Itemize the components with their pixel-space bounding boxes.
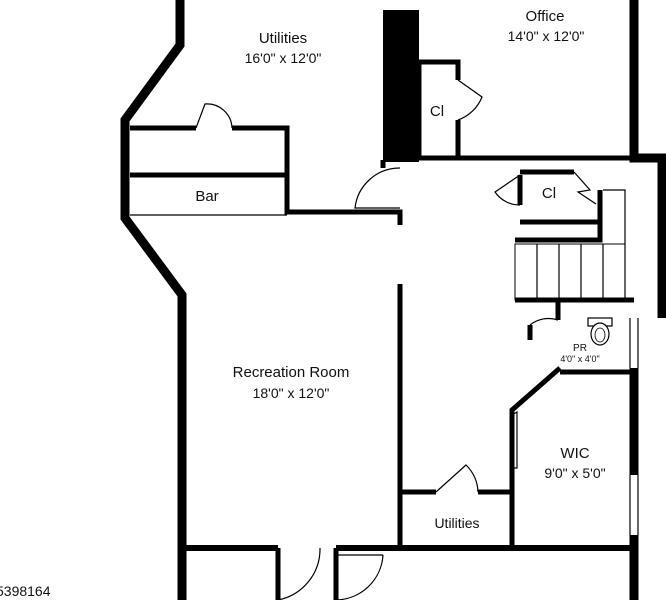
utilities-wall-right	[232, 125, 403, 225]
interior-walls	[130, 10, 638, 600]
hall-closet-door	[494, 174, 521, 206]
utilities-top-name: Utilities	[259, 30, 307, 47]
utilities-top-size: 16'0" x 12'0"	[245, 50, 322, 66]
recreation-exterior-door-right	[335, 554, 384, 600]
powder-room-door	[529, 317, 559, 326]
window-powder-room	[628, 318, 640, 368]
recreation-door-upper	[354, 167, 401, 209]
utilities-door	[195, 103, 233, 129]
wic-pocket-door	[511, 410, 518, 469]
office-size: 14'0" x 12'0"	[508, 28, 585, 44]
chimney-block	[383, 10, 419, 162]
doors	[195, 79, 597, 600]
hall-closet-door-bifold	[573, 171, 597, 205]
listing-id: 5398164	[0, 583, 51, 599]
wic-angled-wall	[509, 366, 562, 548]
recreation-name: Recreation Room	[233, 364, 350, 381]
right-exterior-wall-upper	[629, 0, 666, 318]
office-closet-door	[457, 79, 483, 121]
bar-name: Bar	[195, 188, 218, 205]
room-labels: Utilities 16'0" x 12'0" Office 14'0" x 1…	[0, 8, 606, 599]
powder-name: PR	[573, 343, 587, 354]
wic-name: WIC	[560, 445, 589, 462]
window-wic	[628, 475, 640, 535]
office-name: Office	[526, 8, 565, 25]
utilities-bottom-name: Utilities	[434, 515, 479, 531]
office-closet-name: Cl	[430, 103, 444, 120]
left-exterior-wall	[120, 0, 187, 600]
stair-wall	[515, 190, 603, 243]
staircase	[514, 189, 634, 303]
toilet-icon	[587, 317, 613, 346]
hall-closet-name: Cl	[542, 185, 556, 202]
powder-size: 4'0" x 4'0"	[560, 354, 599, 364]
utilities-bottom-door	[435, 464, 479, 493]
recreation-size: 18'0" x 12'0"	[253, 385, 330, 401]
wic-size: 9'0" x 5'0"	[544, 465, 605, 481]
recreation-exterior-door	[277, 547, 321, 600]
office-closet-wall-top	[419, 59, 461, 80]
